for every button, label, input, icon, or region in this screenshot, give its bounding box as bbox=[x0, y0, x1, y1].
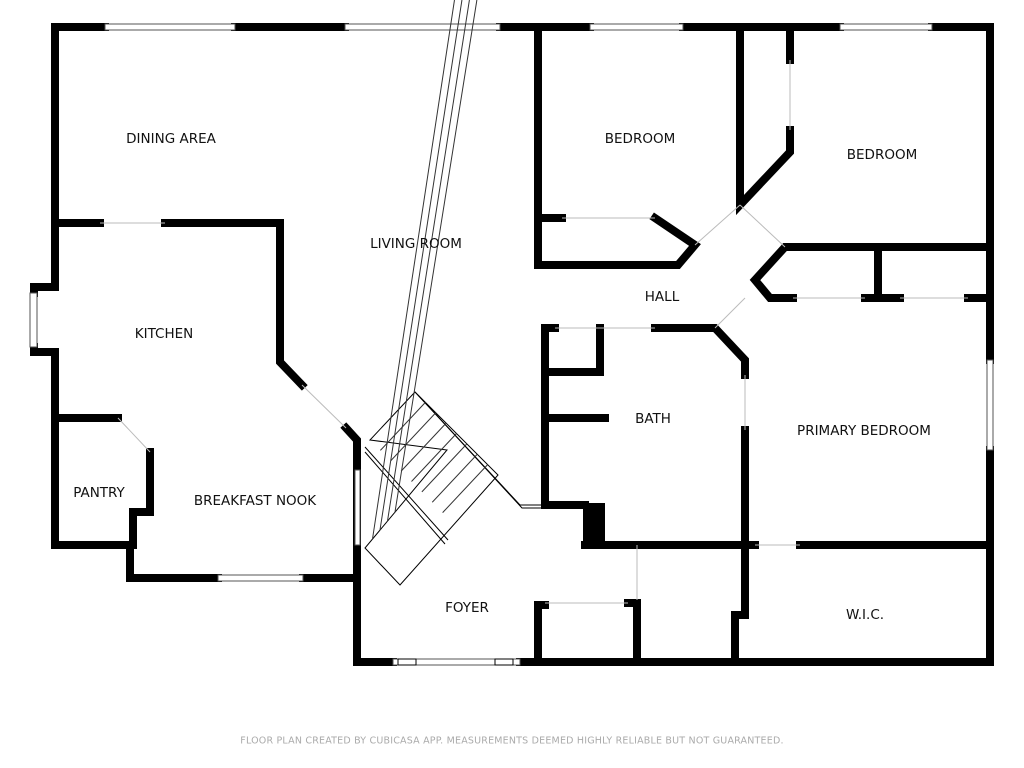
room-label-primary-bedroom: PRIMARY BEDROOM bbox=[797, 423, 931, 439]
stair-tread bbox=[371, 0, 455, 540]
room-label-living-room: LIVING ROOM bbox=[370, 236, 462, 252]
stair-tread bbox=[394, 0, 478, 513]
room-label-bedroom-1: BEDROOM bbox=[604, 131, 676, 147]
room-label-wic: W.I.C. bbox=[845, 607, 885, 623]
stair-tread bbox=[421, 443, 468, 493]
stair-tread bbox=[411, 433, 457, 482]
stair-tread bbox=[431, 453, 478, 503]
room-label-dining-area: DINING AREA bbox=[126, 131, 216, 147]
room-label-hall: HALL bbox=[644, 289, 680, 305]
stair-tread bbox=[400, 422, 447, 472]
walls bbox=[30, 23, 994, 666]
stair-tread bbox=[442, 464, 488, 513]
room-label-bath: BATH bbox=[635, 411, 671, 427]
room-label-breakfast-nook: BREAKFAST NOOK bbox=[193, 493, 317, 509]
room-label-bedroom-2: BEDROOM bbox=[846, 147, 918, 163]
room-label-pantry: PANTRY bbox=[73, 485, 125, 501]
footer-disclaimer: FLOOR PLAN CREATED BY CUBICASA APP. MEAS… bbox=[240, 735, 784, 747]
room-label-foyer: FOYER bbox=[445, 600, 489, 616]
door-openings bbox=[100, 60, 968, 604]
windows bbox=[29, 23, 994, 666]
stair-tread bbox=[379, 0, 463, 531]
staircase bbox=[364, 0, 545, 586]
room-label-kitchen: KITCHEN bbox=[134, 326, 194, 342]
stair-tread bbox=[386, 0, 470, 522]
